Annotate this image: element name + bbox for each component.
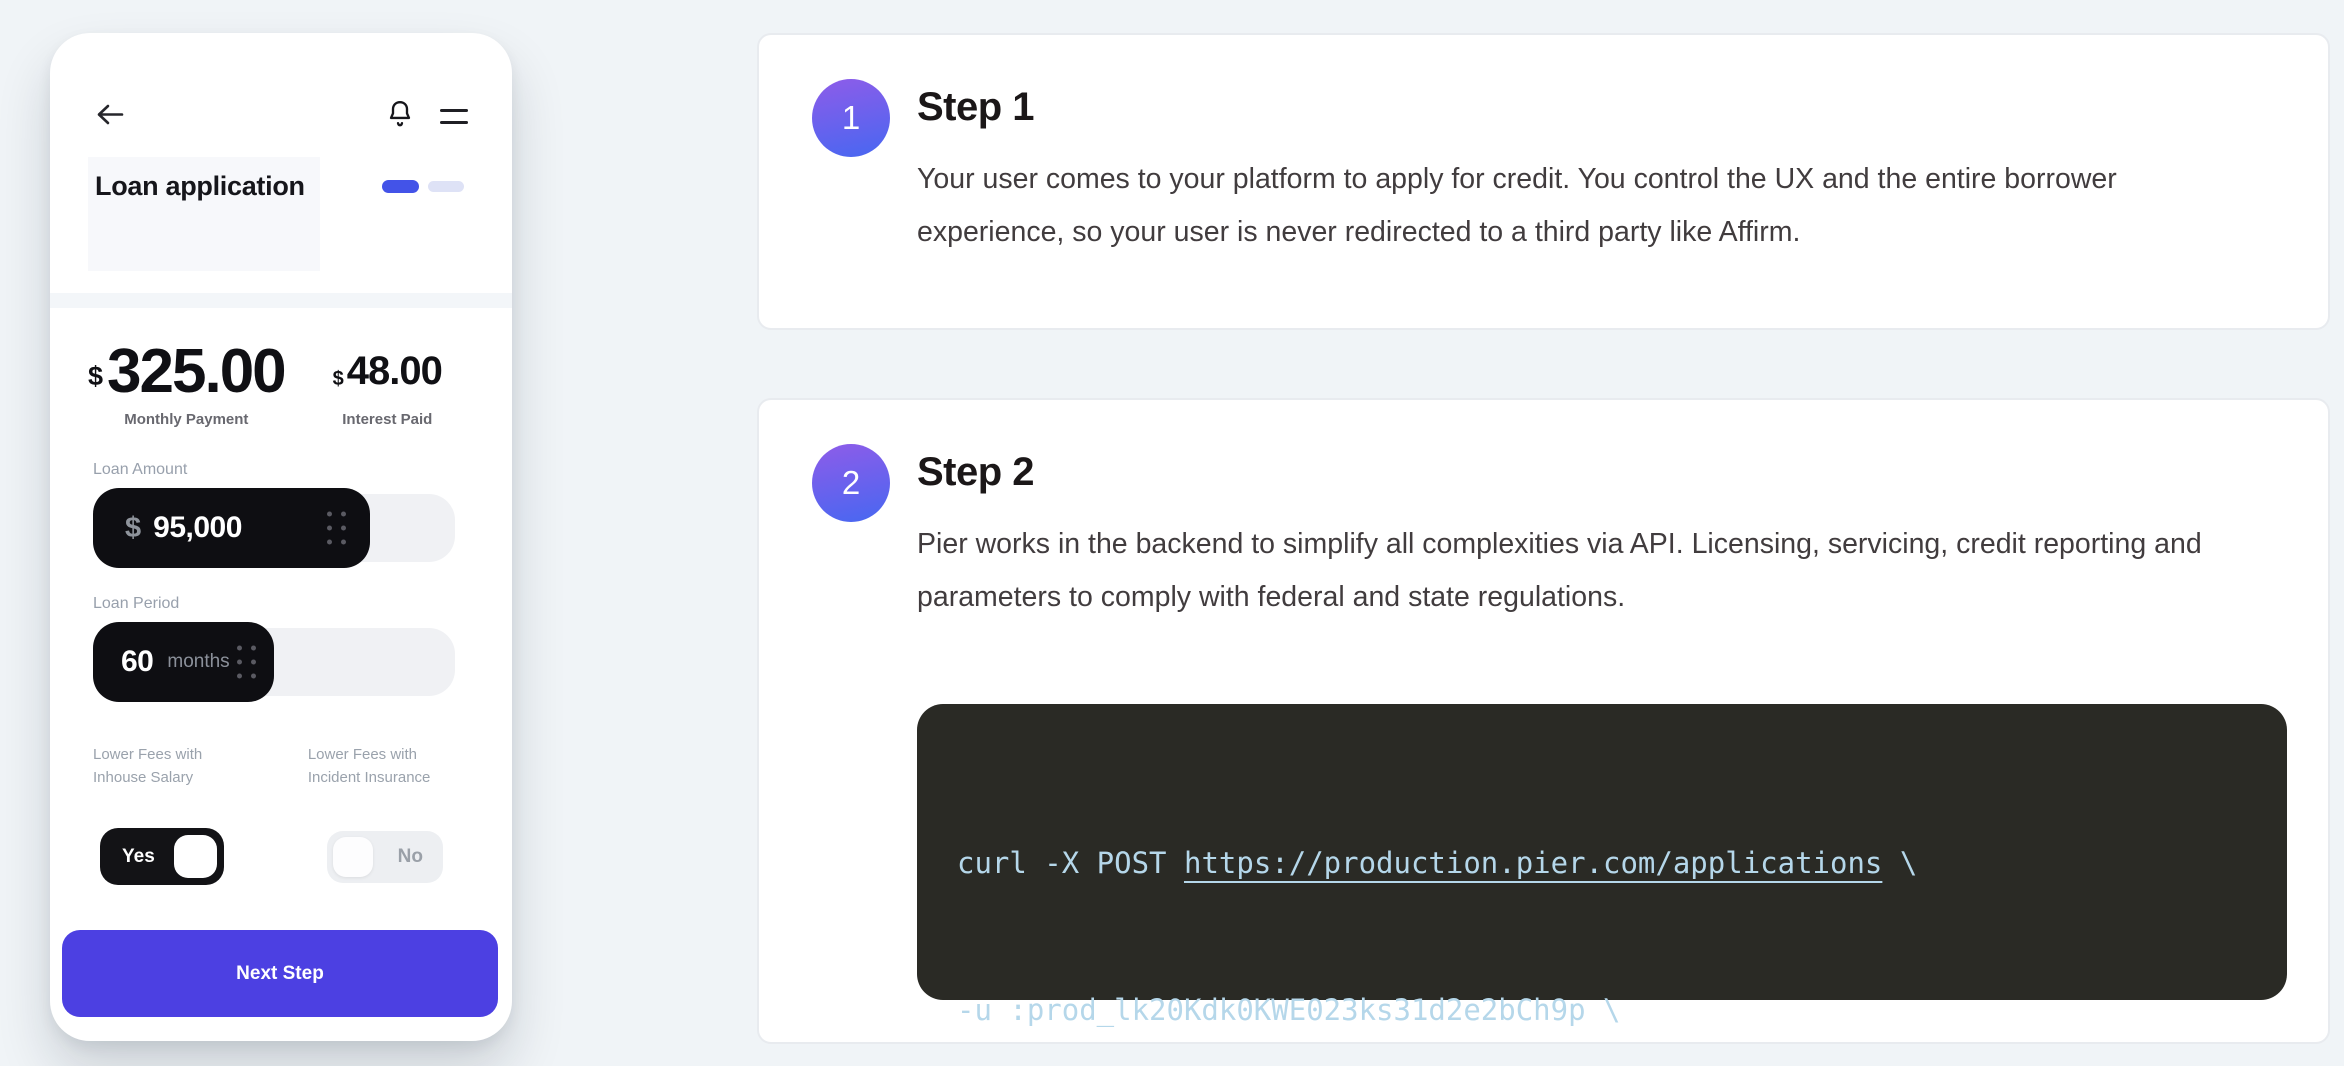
currency-symbol: $: [125, 511, 142, 544]
interest-paid-stat: $ 48.00 Interest Paid: [332, 345, 443, 428]
step-number-badge: 2: [812, 444, 890, 522]
monthly-payment-label: Monthly Payment: [124, 411, 249, 428]
progress-pill-active: [382, 180, 419, 193]
step-description: Pier works in the backend to simplify al…: [917, 528, 2202, 613]
phone-mockup: Loan application $ 325.00 Monthly Paymen…: [50, 33, 512, 1041]
interest-paid-label: Interest Paid: [342, 411, 433, 428]
api-url-link[interactable]: https://production.pier.com/applications: [1183, 846, 1883, 880]
menu-button[interactable]: [440, 108, 468, 124]
loan-amount-slider-handle[interactable]: $ 95,000: [93, 488, 370, 568]
header-actions: [386, 99, 468, 134]
incident-insurance-toggle[interactable]: No: [327, 831, 443, 883]
progress-pill-inactive: [428, 181, 464, 192]
step-card-1: 1 Step 1 Your user comes to your platfor…: [757, 33, 2330, 330]
back-arrow-icon: [95, 102, 125, 130]
loan-amount-label: Loan Amount: [93, 461, 188, 478]
incident-insurance-label: Lower Fees with Incident Insurance: [307, 746, 431, 787]
loan-amount-slider[interactable]: $ 95,000: [93, 488, 465, 568]
step-title: Step 1: [917, 85, 1035, 129]
step-title: Step 2: [917, 450, 1035, 494]
loan-period-slider-handle[interactable]: 60 months: [93, 622, 274, 702]
loan-period-value: 60: [121, 645, 154, 678]
notifications-button[interactable]: [386, 99, 414, 134]
code-block: curl -X POST https://production.pier.com…: [917, 704, 2287, 1027]
step-card-2: 2 Step 2 Pier works in the backend to si…: [757, 398, 2330, 1044]
menu-icon: [440, 108, 468, 124]
phone-title-row: Loan application: [95, 171, 464, 202]
currency-symbol: $: [88, 361, 104, 391]
inhouse-salary-label: Lower Fees with Inhouse Salary: [93, 746, 203, 787]
bell-icon: [386, 99, 414, 134]
toggle-state-label: No: [397, 846, 423, 867]
drag-handle-icon: [237, 645, 256, 679]
loan-period-label: Loan Period: [93, 595, 180, 612]
phone-header: [95, 97, 468, 135]
drag-handle-icon: [327, 511, 346, 545]
loan-amount-value: 95,000: [153, 511, 242, 544]
step-number-badge: 1: [812, 79, 890, 157]
toggle-knob: [333, 837, 373, 877]
next-step-button[interactable]: Next Step: [62, 930, 498, 1017]
title-highlight: [88, 157, 320, 271]
toggle-labels: Lower Fees with Inhouse Salary Lower Fee…: [93, 743, 472, 790]
progress-indicator: [382, 180, 464, 193]
code-line: -u :prod_lk20Kdk0KWE023ks31d2e2bCh9p \: [957, 993, 1621, 1027]
interest-paid-value: $ 48.00: [332, 345, 443, 405]
toggle-knob: [174, 835, 217, 878]
monthly-payment-stat: $ 325.00 Monthly Payment: [88, 337, 287, 429]
toggle-state-label: Yes: [122, 845, 155, 867]
back-button[interactable]: [95, 102, 125, 130]
step-description: Your user comes to your platform to appl…: [917, 163, 2117, 248]
code-line: curl -X POST https://production.pier.com…: [957, 846, 1918, 880]
page-title: Loan application: [95, 171, 305, 201]
loan-period-slider[interactable]: 60 months: [93, 622, 465, 702]
payment-stats: $ 325.00 Monthly Payment $ 48.00 Interes…: [88, 337, 443, 429]
inhouse-salary-toggle[interactable]: Yes: [100, 828, 224, 885]
currency-symbol: $: [332, 368, 344, 390]
monthly-payment-value: $ 325.00: [88, 337, 287, 406]
loan-period-unit: months: [167, 651, 230, 672]
section-divider-band: [50, 293, 512, 308]
